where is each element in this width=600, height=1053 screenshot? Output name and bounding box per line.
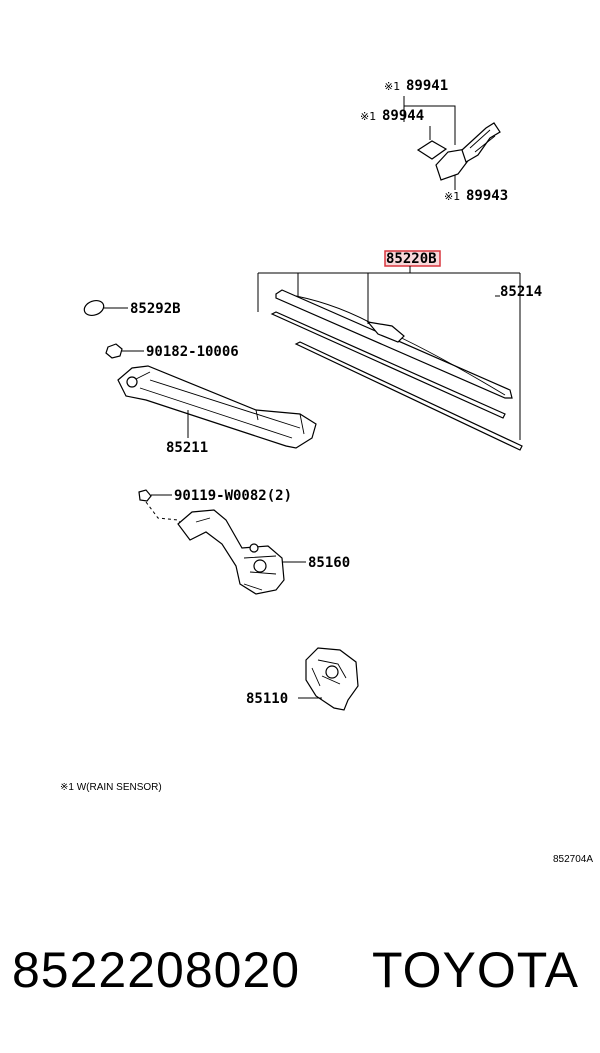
wiper-motor-detail xyxy=(311,659,347,687)
wiper-link-detail xyxy=(195,517,277,591)
callout-85211[interactable]: 85211 xyxy=(166,440,208,456)
wiper-arm-pivot xyxy=(126,376,138,388)
rain-sensor-group: ※1 89941 ※1 89944 ※1 89943 xyxy=(360,78,508,204)
wiper-motor-group: 85110 xyxy=(246,647,359,711)
callout-89941-mark: ※1 xyxy=(384,80,400,93)
wiper-link-group: 85160 xyxy=(177,509,350,595)
wiper-arm-group: 85211 xyxy=(117,365,317,456)
callout-89941[interactable]: 89941 xyxy=(406,78,448,94)
cap-group: 85292B xyxy=(83,299,181,317)
footer-bar: 8522208020 TOYOTA xyxy=(0,930,600,1010)
wiper-blade-connector xyxy=(366,321,405,343)
bolt-group: 90119-W0082(2) xyxy=(138,488,292,531)
callout-89944-mark: ※1 xyxy=(360,110,376,123)
sensor-bracket-detail xyxy=(469,129,496,153)
bolt-dashline xyxy=(145,501,187,531)
callout-90182[interactable]: 90182-10006 xyxy=(146,344,239,360)
wiper-link-part xyxy=(177,509,285,595)
callout-90119[interactable]: 90119-W0082(2) xyxy=(174,488,292,504)
callout-85214[interactable]: 85214 xyxy=(500,284,542,300)
wiper-link-joint-top xyxy=(249,543,259,553)
bolt-part xyxy=(138,489,152,502)
diagram-code: 852704A xyxy=(553,854,593,865)
leader-85214 xyxy=(495,295,521,440)
callout-85110[interactable]: 85110 xyxy=(246,691,288,707)
wiper-blade-rubber xyxy=(270,311,506,419)
leader-85220 xyxy=(257,266,521,324)
callout-85292[interactable]: 85292B xyxy=(130,301,181,317)
wiper-motor-part xyxy=(305,647,359,711)
callout-89943[interactable]: 89943 xyxy=(466,188,508,204)
footer-part-number: 8522208020 xyxy=(12,942,301,998)
callout-85160[interactable]: 85160 xyxy=(308,555,350,571)
footnote-rain-sensor: ※1 W(RAIN SENSOR) xyxy=(60,782,162,793)
callout-89944[interactable]: 89944 xyxy=(382,108,424,124)
nut-part xyxy=(105,343,123,359)
cap-part xyxy=(83,299,105,317)
wiper-blade-group: 85220B 85214 xyxy=(257,250,542,451)
footer-brand: TOYOTA xyxy=(372,942,579,998)
callout-85220[interactable]: 85220B xyxy=(386,251,437,267)
wiper-blade-frame xyxy=(275,289,513,399)
wiper-arm-detail xyxy=(129,371,305,439)
sensor-bracket-part xyxy=(461,122,501,163)
callout-89943-mark: ※1 xyxy=(444,190,460,203)
wiper-link-joint xyxy=(253,559,267,573)
wiper-motor-shaft xyxy=(325,665,339,679)
wiper-arm-part xyxy=(117,365,317,449)
highlight-box-85220 xyxy=(384,250,441,267)
sensor-pad-part xyxy=(416,140,448,160)
leader-89941 xyxy=(403,96,456,145)
wiper-refill-strip xyxy=(294,341,523,451)
nut-group: 90182-10006 xyxy=(105,343,239,360)
